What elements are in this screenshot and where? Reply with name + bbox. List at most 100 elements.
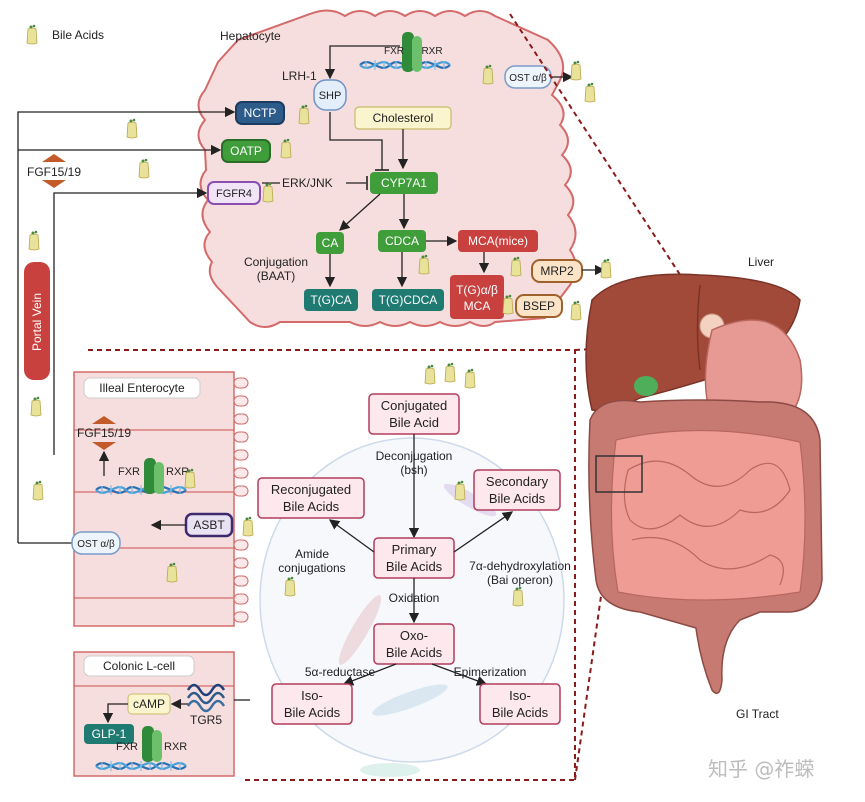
liver-label: Liver (748, 255, 774, 269)
ileal-title: Illeal Enterocyte (99, 381, 185, 395)
iso-bile-acids-node-left: Iso- Bile Acids (271, 683, 353, 725)
ntcp-transporter: NCTP (235, 101, 285, 125)
conjugation-label: Conjugation (244, 255, 308, 269)
ileal-ost-label: OST α/β (77, 539, 115, 550)
erk-jnk-label: ERK/JNK (282, 176, 333, 190)
bsh-label: (bsh) (400, 463, 427, 477)
cdca-label: CDCA (385, 234, 419, 248)
secondary-label-2: Bile Acids (489, 491, 546, 506)
tgcdca-label: T(G)CDCA (379, 293, 438, 307)
legend: Bile Acids (26, 24, 104, 45)
glp1-node: GLP-1 (84, 724, 134, 744)
hepatocyte-membrane (197, 9, 577, 328)
tgca-node: T(G)CA (304, 289, 358, 311)
hepatocyte-cell: Hepatocyte (197, 9, 577, 328)
portal-vein-label: Portal Vein (30, 293, 44, 351)
reductase-label: 5α-reductase (305, 665, 376, 679)
colonic-fxr-label: FXR (116, 741, 138, 753)
shp-label: SHP (319, 90, 342, 102)
oatp-transporter: OATP (221, 139, 271, 163)
reconjugated-label-2: Bile Acids (283, 499, 340, 514)
rxr-label: RXR (421, 46, 442, 57)
ileal-fxr-label: FXR (118, 466, 140, 478)
iso-left-label-2: Bile Acids (284, 705, 341, 720)
portal-vein: Portal Vein (24, 262, 50, 380)
mrp2-label: MRP2 (540, 264, 574, 278)
rxr-receptor-icon (412, 36, 422, 72)
glp1-label: GLP-1 (92, 727, 127, 741)
iso-right-label-1: Iso- (509, 688, 531, 703)
gi-tract-organ (588, 399, 823, 695)
tgca-label: T(G)CA (310, 293, 351, 307)
conjugations-label: conjugations (278, 561, 345, 575)
bsep-label: BSEP (523, 299, 555, 313)
primary-bile-acids-node: Primary Bile Acids (373, 537, 455, 579)
cyp7a1-label: CYP7A1 (381, 176, 427, 190)
fgf-diamond-top (42, 154, 66, 188)
hepatocyte-fxr-rxr: FXR RXR (358, 32, 452, 72)
iso-right-label-2: Bile Acids (492, 705, 549, 720)
fxr-receptor-icon (402, 32, 414, 72)
oxo-label-1: Oxo- (400, 628, 428, 643)
liver-organ (585, 273, 801, 411)
conjugated-label-1: Conjugated (381, 398, 448, 413)
dehydroxylation-label: 7α-dehydroxylation (469, 559, 571, 573)
oxidation-label: Oxidation (389, 591, 440, 605)
ost-transporter-ileal: OST α/β (71, 531, 121, 555)
shp-node: SHP (313, 79, 347, 111)
tgr5-receptor-icon (186, 683, 226, 713)
tgmca-node: T(G)α/β MCA (450, 275, 504, 319)
conjugated-label-2: Bile Acid (389, 415, 439, 430)
mrp2-transporter: MRP2 (531, 259, 583, 283)
amide-label: Amide (295, 547, 329, 561)
hepatocyte-title: Hepatocyte (220, 29, 281, 43)
tgmca-label-2: MCA (464, 299, 491, 313)
fgf-label: FGF15/19 (27, 165, 81, 179)
bsep-transporter: BSEP (515, 294, 563, 318)
ileal-enterocyte: Illeal Enterocyte FGF15/19 FXR RXR OST α… (71, 371, 249, 627)
oatp-label: OATP (230, 144, 262, 158)
bile-acid-icon (26, 24, 38, 45)
secondary-label-1: Secondary (486, 474, 549, 489)
ileal-fgf-label: FGF15/19 (77, 426, 131, 440)
iso-left-label-1: Iso- (301, 688, 323, 703)
deconjugation-label: Deconjugation (376, 449, 453, 463)
tgmca-label-1: T(G)α/β (456, 283, 498, 297)
fgfr4-receptor: FGFR4 (207, 181, 261, 205)
mca-node: MCA(mice) (458, 230, 538, 252)
microbiome-panel (259, 437, 565, 777)
watermark: 知乎 @祚蝾 (708, 757, 814, 781)
colonic-rxr-label: RXR (164, 741, 187, 753)
reconjugated-label-1: Reconjugated (271, 482, 351, 497)
asbt-label: ASBT (193, 518, 225, 532)
ntcp-label: NCTP (244, 106, 277, 120)
legend-label: Bile Acids (52, 28, 104, 42)
camp-node: cAMP (127, 693, 171, 715)
colonic-title: Colonic L-cell (103, 659, 175, 673)
colonic-l-cell: Colonic L-cell cAMP GLP-1 TGR5 FXR RXR (73, 651, 250, 777)
ca-node: CA (316, 232, 344, 254)
tgr5-label: TGR5 (190, 713, 222, 727)
ileal-rxr-label: RXR (166, 466, 189, 478)
fxr-label: FXR (384, 46, 404, 57)
ca-label: CA (322, 236, 339, 250)
primary-label-1: Primary (392, 542, 437, 557)
cyp7a1-node: CYP7A1 (370, 172, 438, 194)
cholesterol-label: Cholesterol (373, 111, 434, 125)
fgfr4-label: FGFR4 (216, 188, 252, 200)
epimerization-label: Epimerization (454, 665, 527, 679)
reconjugated-bile-acids-node: Reconjugated Bile Acids (257, 477, 365, 519)
conjugated-bile-acid-node: Conjugated Bile Acid (368, 393, 460, 435)
lrh1-label: LRH-1 (282, 69, 317, 83)
cholesterol-node: Cholesterol (354, 106, 452, 130)
hepatocyte-ost-transporter: OST α/β (504, 65, 552, 89)
tgcdca-node: T(G)CDCA (372, 289, 444, 311)
bai-operon-label: (Bai operon) (487, 573, 553, 587)
mca-label: MCA(mice) (468, 234, 528, 248)
cdca-node: CDCA (378, 230, 426, 252)
ost-label: OST α/β (509, 73, 547, 84)
oxo-label-2: Bile Acids (386, 645, 443, 660)
asbt-transporter: ASBT (184, 512, 234, 538)
primary-label-2: Bile Acids (386, 559, 443, 574)
